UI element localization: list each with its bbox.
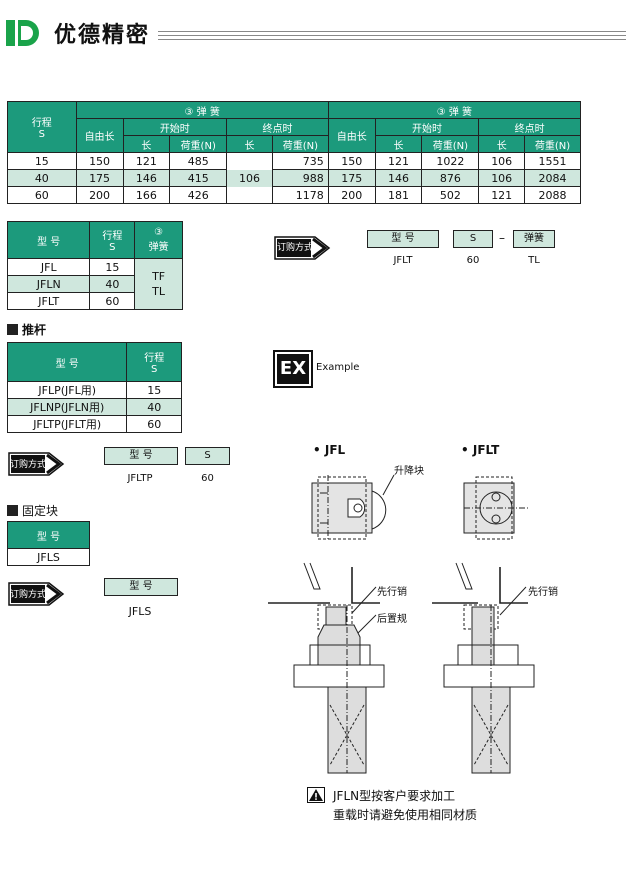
col-free-length: 自由长 [75, 118, 124, 153]
col-length: 长 [478, 135, 526, 153]
col-model: 型 号 [6, 342, 128, 382]
jflt-top-view [463, 476, 528, 540]
col-model: 型 号 [7, 521, 90, 549]
example-icon: EX [273, 350, 313, 388]
col-start: 开始时 [374, 118, 480, 136]
order-method-icon [8, 582, 65, 606]
example-label: Example [316, 362, 360, 373]
spring-group-header: ③ 弹 簧 [327, 101, 582, 119]
diagram-title-jfl: • JFL [313, 443, 346, 457]
order-method-icon [274, 236, 331, 260]
order-key-model: 型 号 [367, 230, 439, 248]
col-end: 终点时 [478, 118, 581, 136]
label-pilot-pin: 先行销 [528, 587, 558, 598]
order-value-model: JFLT [393, 255, 413, 266]
col-load: 荷重(N) [524, 135, 581, 153]
order-key-stroke: S [185, 447, 230, 465]
col-load: 荷重(N) [271, 135, 329, 153]
col-length: 长 [226, 135, 273, 153]
col-load: 荷重(N) [421, 135, 480, 153]
brand-name: 优德精密 [54, 23, 151, 48]
col-model: 型 号 [6, 221, 91, 259]
order-key-model: 型 号 [104, 447, 178, 465]
note-line-1: JFLN型按客户要求加工 [333, 789, 456, 803]
order-method-label: 订购方式 [10, 590, 47, 600]
order-method-label: 订购方式 [10, 460, 47, 470]
jfl-top-view [311, 474, 395, 541]
header-rule [158, 31, 626, 32]
order-dash: – [499, 231, 505, 245]
diagram-title-jflt: • JFLT [461, 443, 500, 457]
label-rear-gauge: 后置规 [377, 614, 407, 625]
label-lift-block: 升降块 [394, 466, 424, 477]
table-row: JFLP(JFL用)15 [6, 381, 182, 399]
order-key-stroke: S [453, 230, 493, 248]
label-pilot-pin: 先行销 [377, 587, 407, 598]
col-length: 长 [374, 135, 423, 153]
order-value-model: JFLS [128, 605, 152, 618]
section-marker-icon [7, 324, 18, 335]
warning-icon [307, 787, 325, 803]
technical-drawings [268, 474, 535, 774]
table-row: JFLTP(JFLT用)60 [6, 415, 182, 433]
col-end: 终点时 [226, 118, 329, 136]
note-line-2: 重载时请避免使用相同材质 [333, 808, 478, 822]
order-key-model: 型 号 [104, 578, 178, 596]
table-row: JFLNP(JFLN用)40 [6, 398, 182, 416]
order-value-model: JFLTP [127, 473, 153, 484]
order-value-stroke: 60 [466, 255, 480, 266]
order-value-spring: TL [528, 255, 540, 266]
fixed-block-section-title: 固定块 [7, 502, 58, 519]
order-method-icon [8, 452, 65, 476]
order-key-spring: 弹簧 [513, 230, 555, 248]
fixed-block-table: 型 号 JFLS [7, 521, 90, 566]
col-length: 长 [122, 135, 171, 153]
jfl-side-view [268, 562, 385, 774]
order-method-label: 订购方式 [277, 243, 314, 253]
section-marker-icon [7, 505, 18, 516]
jd-logo [6, 20, 39, 46]
col-free-length: 自由长 [327, 118, 376, 153]
col-load: 荷重(N) [169, 135, 228, 153]
pusher-section-title: 推杆 [7, 321, 46, 338]
table-row: JFLS [7, 548, 90, 566]
col-start: 开始时 [122, 118, 228, 136]
order-value-stroke: 60 [201, 473, 214, 484]
jflt-side-view [432, 562, 535, 774]
spring-group-header: ③ 弹 簧 [75, 101, 329, 119]
